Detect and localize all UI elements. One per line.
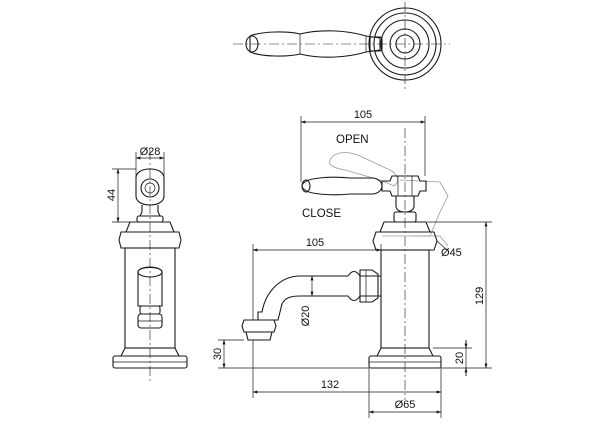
dim-d65-label: Ø65 — [395, 399, 416, 411]
ghost-collar — [382, 235, 449, 247]
front-view: OPEN CLOSE 105 105 Ø45 Ø20 129 20 30 — [212, 109, 492, 418]
top-view — [233, 2, 450, 92]
front-spout-collar — [359, 269, 379, 303]
dim-30-label: 30 — [212, 348, 224, 360]
side-top-knob — [135, 168, 165, 206]
ghost-cartridge — [399, 179, 449, 237]
top-lever-hub — [369, 36, 383, 52]
front-lever-handle — [301, 176, 383, 196]
dim-d45-leader — [436, 240, 448, 251]
front-lever-hub — [381, 175, 427, 197]
dim-44-label: 44 — [106, 189, 118, 201]
dim-20-label: 20 — [454, 352, 466, 364]
front-upper-band — [372, 231, 438, 251]
top-rosette-ring-3 — [389, 28, 421, 60]
open-label: OPEN — [336, 134, 369, 146]
top-rosette-ring — [373, 12, 437, 76]
front-aerator-bottom — [245, 331, 273, 341]
dim-d28-label: Ø28 — [140, 146, 161, 158]
close-label: CLOSE — [302, 208, 341, 220]
top-lever-handle — [249, 30, 381, 58]
top-rosette-ring-2 — [380, 19, 430, 69]
side-spout-top — [137, 266, 163, 278]
side-knob-face — [140, 178, 160, 198]
front-lever-tip — [301, 179, 311, 193]
front-aerator-top — [241, 319, 277, 333]
ghost-handle-open — [329, 152, 398, 187]
side-knob-center — [144, 182, 156, 194]
top-lever-tip — [245, 35, 259, 53]
side-upper-band — [118, 231, 182, 249]
dim-132-label: 132 — [321, 379, 339, 391]
dim-105-handle-label: 105 — [354, 109, 372, 121]
top-rosette-outer — [368, 7, 442, 81]
dim-105-spout-label: 105 — [306, 237, 324, 249]
dim-d45-label: Ø45 — [441, 247, 462, 259]
side-view: Ø28 44 — [106, 146, 188, 382]
top-rosette-core — [395, 34, 415, 54]
dim-129-label: 129 — [474, 287, 486, 305]
front-spout — [257, 270, 381, 321]
dim-d20-label: Ø20 — [300, 306, 312, 327]
